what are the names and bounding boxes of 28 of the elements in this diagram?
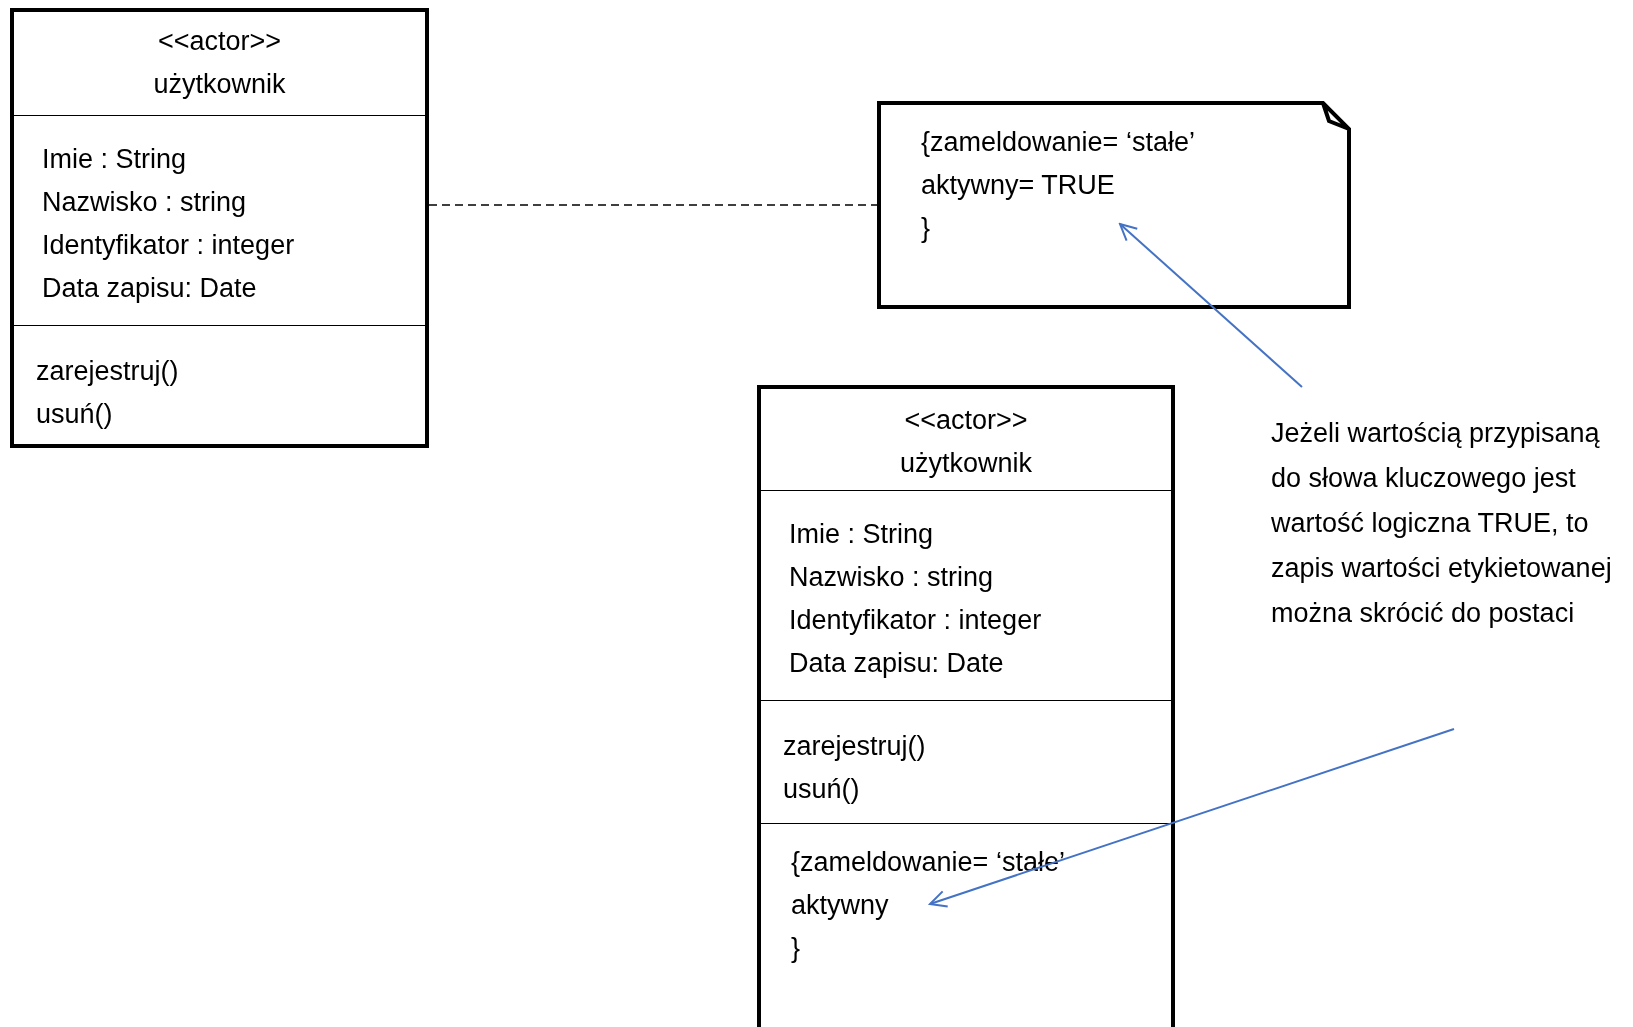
class-name: użytkownik xyxy=(899,447,1032,480)
comment-text: Jeżeli wartością przypisaną do słowa kluczowego jest wartość logiczna TRUE, to zapis wartości etykietowanej można skrócić do postaci xyxy=(1271,411,1619,636)
tagged-value-text: aktywny xyxy=(791,889,889,922)
arrow xyxy=(929,728,1455,908)
operation-text: usuń() xyxy=(783,773,860,806)
operation-text: zarejestruj() xyxy=(783,730,926,763)
attribute-text: Imie : String xyxy=(789,518,934,551)
tagged-value-text: {zameldowanie= ‘stałe’ xyxy=(791,846,1065,879)
connector-line xyxy=(428,204,878,206)
attribute-text: Nazwisko : string xyxy=(789,561,994,594)
class-box xyxy=(757,385,1175,1027)
class-name: użytkownik xyxy=(153,68,286,101)
operation-text: zarejestruj() xyxy=(36,355,179,388)
attribute-text: Data zapisu: Date xyxy=(42,272,257,305)
attribute-text: Data zapisu: Date xyxy=(789,647,1004,680)
note-text: aktywny= TRUE xyxy=(921,169,1115,202)
attribute-text: Identyfikator : integer xyxy=(42,229,295,262)
attribute-text: Nazwisko : string xyxy=(42,186,247,219)
note-text: } xyxy=(921,212,931,245)
attribute-text: Identyfikator : integer xyxy=(789,604,1042,637)
arrow xyxy=(1119,223,1303,388)
stereotype-label: <<actor>> xyxy=(157,25,282,58)
note-text: {zameldowanie= ‘stałe’ xyxy=(921,126,1195,159)
operation-text: usuń() xyxy=(36,398,113,431)
tagged-value-text: } xyxy=(791,932,801,965)
class-box xyxy=(10,8,429,448)
attribute-text: Imie : String xyxy=(42,143,187,176)
stereotype-label: <<actor>> xyxy=(904,404,1028,437)
